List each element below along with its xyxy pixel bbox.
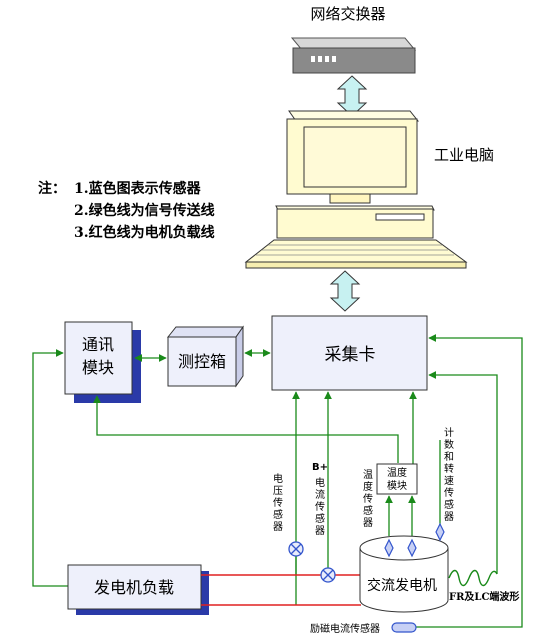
note-line-1: 1.蓝色图表示传感器 (74, 180, 202, 197)
network-switch-icon (290, 37, 417, 74)
notes-prefix: 注： (38, 180, 66, 197)
control-box-label: 测控箱 (178, 352, 226, 371)
computer-case-icon (275, 205, 435, 239)
signal-lines (32, 334, 523, 628)
comm-module-line-2: 模块 (82, 358, 114, 377)
generator-load-box: 发电机负载 (67, 564, 209, 615)
temp-module-box: 温度 模块 (376, 463, 418, 495)
temp-sensor-label: 温度传感器 (363, 469, 373, 529)
double-arrow-icon (329, 270, 361, 312)
switch-label: 网络交换器 (310, 5, 385, 23)
excitation-sensor-label: 励磁电流传感器 (310, 622, 380, 635)
monitor-icon (286, 110, 420, 204)
excitation-sensor-icon (391, 622, 417, 633)
alternator-cylinder: 交流发电机 (359, 535, 449, 613)
comm-module-line-1: 通讯 (82, 335, 114, 354)
legend-notes: 注： 1.蓝色图表示传感器 2.绿色线为信号传送线 3.红色线为电机负载线 (38, 180, 215, 241)
voltage-sensor-icon (288, 541, 304, 557)
waveform-icon (448, 569, 498, 587)
current-sensor-prefix: B+ (312, 462, 328, 473)
acquisition-card-box: 采集卡 (271, 315, 428, 391)
control-box: 测控箱 (166, 325, 244, 388)
temp-module-line-1: 温度 (387, 466, 407, 479)
current-sensor-icon (320, 567, 336, 583)
speed-sensor-label: 计数和转速传感器 (444, 426, 454, 523)
keyboard-icon (244, 239, 468, 269)
acquisition-card-label: 采集卡 (325, 345, 376, 365)
waveform-label: FR及LC端波形 (449, 590, 519, 603)
pc-label: 工业电脑 (434, 146, 494, 164)
load-lines (201, 574, 361, 606)
note-line-2: 2.绿色线为信号传送线 (74, 202, 215, 219)
note-line-3: 3.红色线为电机负载线 (74, 224, 215, 241)
alternator-label: 交流发电机 (367, 577, 437, 594)
temp-module-line-2: 模块 (387, 480, 407, 492)
double-arrow-icon (336, 75, 368, 117)
temp-sensor-icons (384, 522, 445, 558)
vertical-sensor-labels: 电压传感器 B+ 电流传感器 温度传感器 计数和转速传感器 (273, 426, 454, 537)
current-sensor-label: 电流传感器 (315, 476, 325, 537)
comm-module-box: 通讯 模块 (64, 321, 141, 403)
voltage-sensor-label: 电压传感器 (273, 472, 283, 533)
generator-load-label: 发电机负载 (94, 578, 174, 597)
